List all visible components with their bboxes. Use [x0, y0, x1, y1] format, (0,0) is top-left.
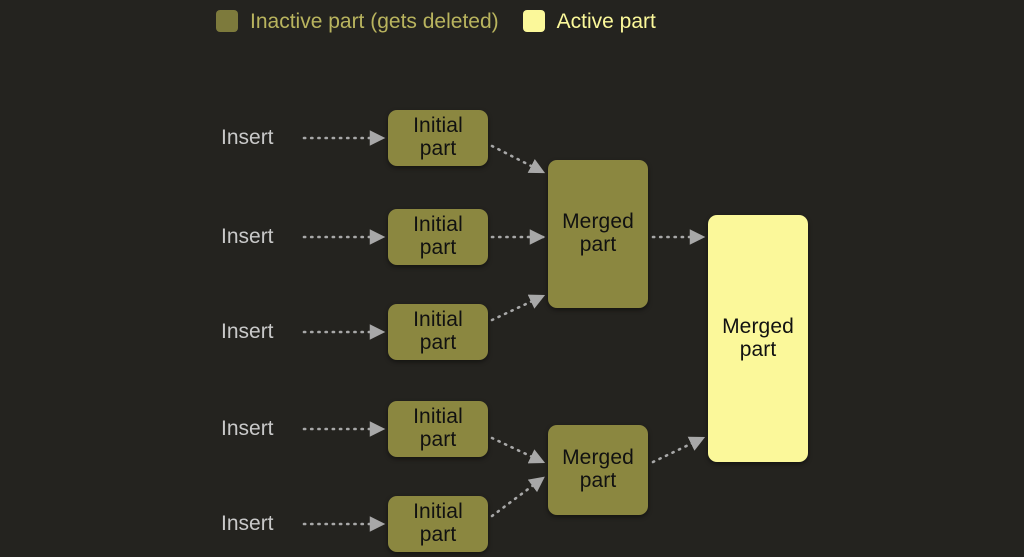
- merged-part-line2: part: [579, 469, 617, 492]
- legend: Inactive part (gets deleted) Active part: [216, 10, 656, 32]
- initial-part-label-5: Initial part: [409, 500, 467, 546]
- initial-part-line1: Initial: [413, 500, 463, 524]
- initial-part-label-2: Initial part: [409, 213, 467, 259]
- arrow-initial1-merged1: [490, 144, 546, 174]
- initial-part-line2: part: [419, 236, 457, 259]
- initial-part-label-3: Initial part: [409, 308, 467, 354]
- merged-part-line2: part: [579, 233, 617, 256]
- legend-label-inactive: Inactive part (gets deleted): [250, 9, 499, 33]
- final-merged-part-label: Merged part: [718, 314, 798, 361]
- arrow-initial3-merged1: [490, 294, 546, 322]
- final-merged-part-line2: part: [739, 337, 777, 361]
- initial-part-line2: part: [419, 523, 457, 546]
- arrow-initial4-merged2: [490, 436, 546, 464]
- final-merged-part-node[interactable]: Merged part: [708, 215, 808, 462]
- legend-item-inactive: Inactive part (gets deleted): [216, 10, 499, 32]
- legend-label-active: Active part: [556, 9, 656, 33]
- initial-part-node-1[interactable]: Initial part: [388, 110, 488, 166]
- merged-part-line1: Merged: [562, 446, 634, 470]
- legend-swatch-inactive-icon: [216, 10, 238, 32]
- initial-part-line2: part: [419, 137, 457, 160]
- arrow-merged2-final: [651, 436, 706, 464]
- final-merged-part-line1: Merged: [722, 314, 794, 338]
- merged-part-node-2[interactable]: Merged part: [548, 425, 648, 515]
- insert-label-2: Insert: [221, 225, 274, 248]
- insert-label-1: Insert: [221, 126, 274, 149]
- initial-part-node-3[interactable]: Initial part: [388, 304, 488, 360]
- merged-part-label-1: Merged part: [558, 210, 638, 256]
- arrow-initial5-merged2: [490, 476, 545, 518]
- initial-part-line1: Initial: [413, 308, 463, 332]
- insert-label-5: Insert: [221, 512, 274, 535]
- initial-part-label-4: Initial part: [409, 405, 467, 451]
- initial-part-line1: Initial: [413, 405, 463, 429]
- merged-part-line1: Merged: [562, 210, 634, 234]
- initial-part-line1: Initial: [413, 114, 463, 138]
- legend-item-active: Active part: [522, 9, 656, 33]
- insert-label-3: Insert: [221, 320, 274, 343]
- initial-part-line2: part: [419, 331, 457, 354]
- merged-part-label-2: Merged part: [558, 446, 638, 492]
- initial-part-node-2[interactable]: Initial part: [388, 209, 488, 265]
- initial-part-line1: Initial: [413, 213, 463, 237]
- merged-part-node-1[interactable]: Merged part: [548, 160, 648, 308]
- initial-part-label-1: Initial part: [409, 114, 467, 160]
- initial-part-line2: part: [419, 428, 457, 451]
- insert-label-4: Insert: [221, 417, 274, 440]
- initial-part-node-5[interactable]: Initial part: [388, 496, 488, 552]
- initial-part-node-4[interactable]: Initial part: [388, 401, 488, 457]
- legend-swatch-active-icon: [522, 10, 545, 32]
